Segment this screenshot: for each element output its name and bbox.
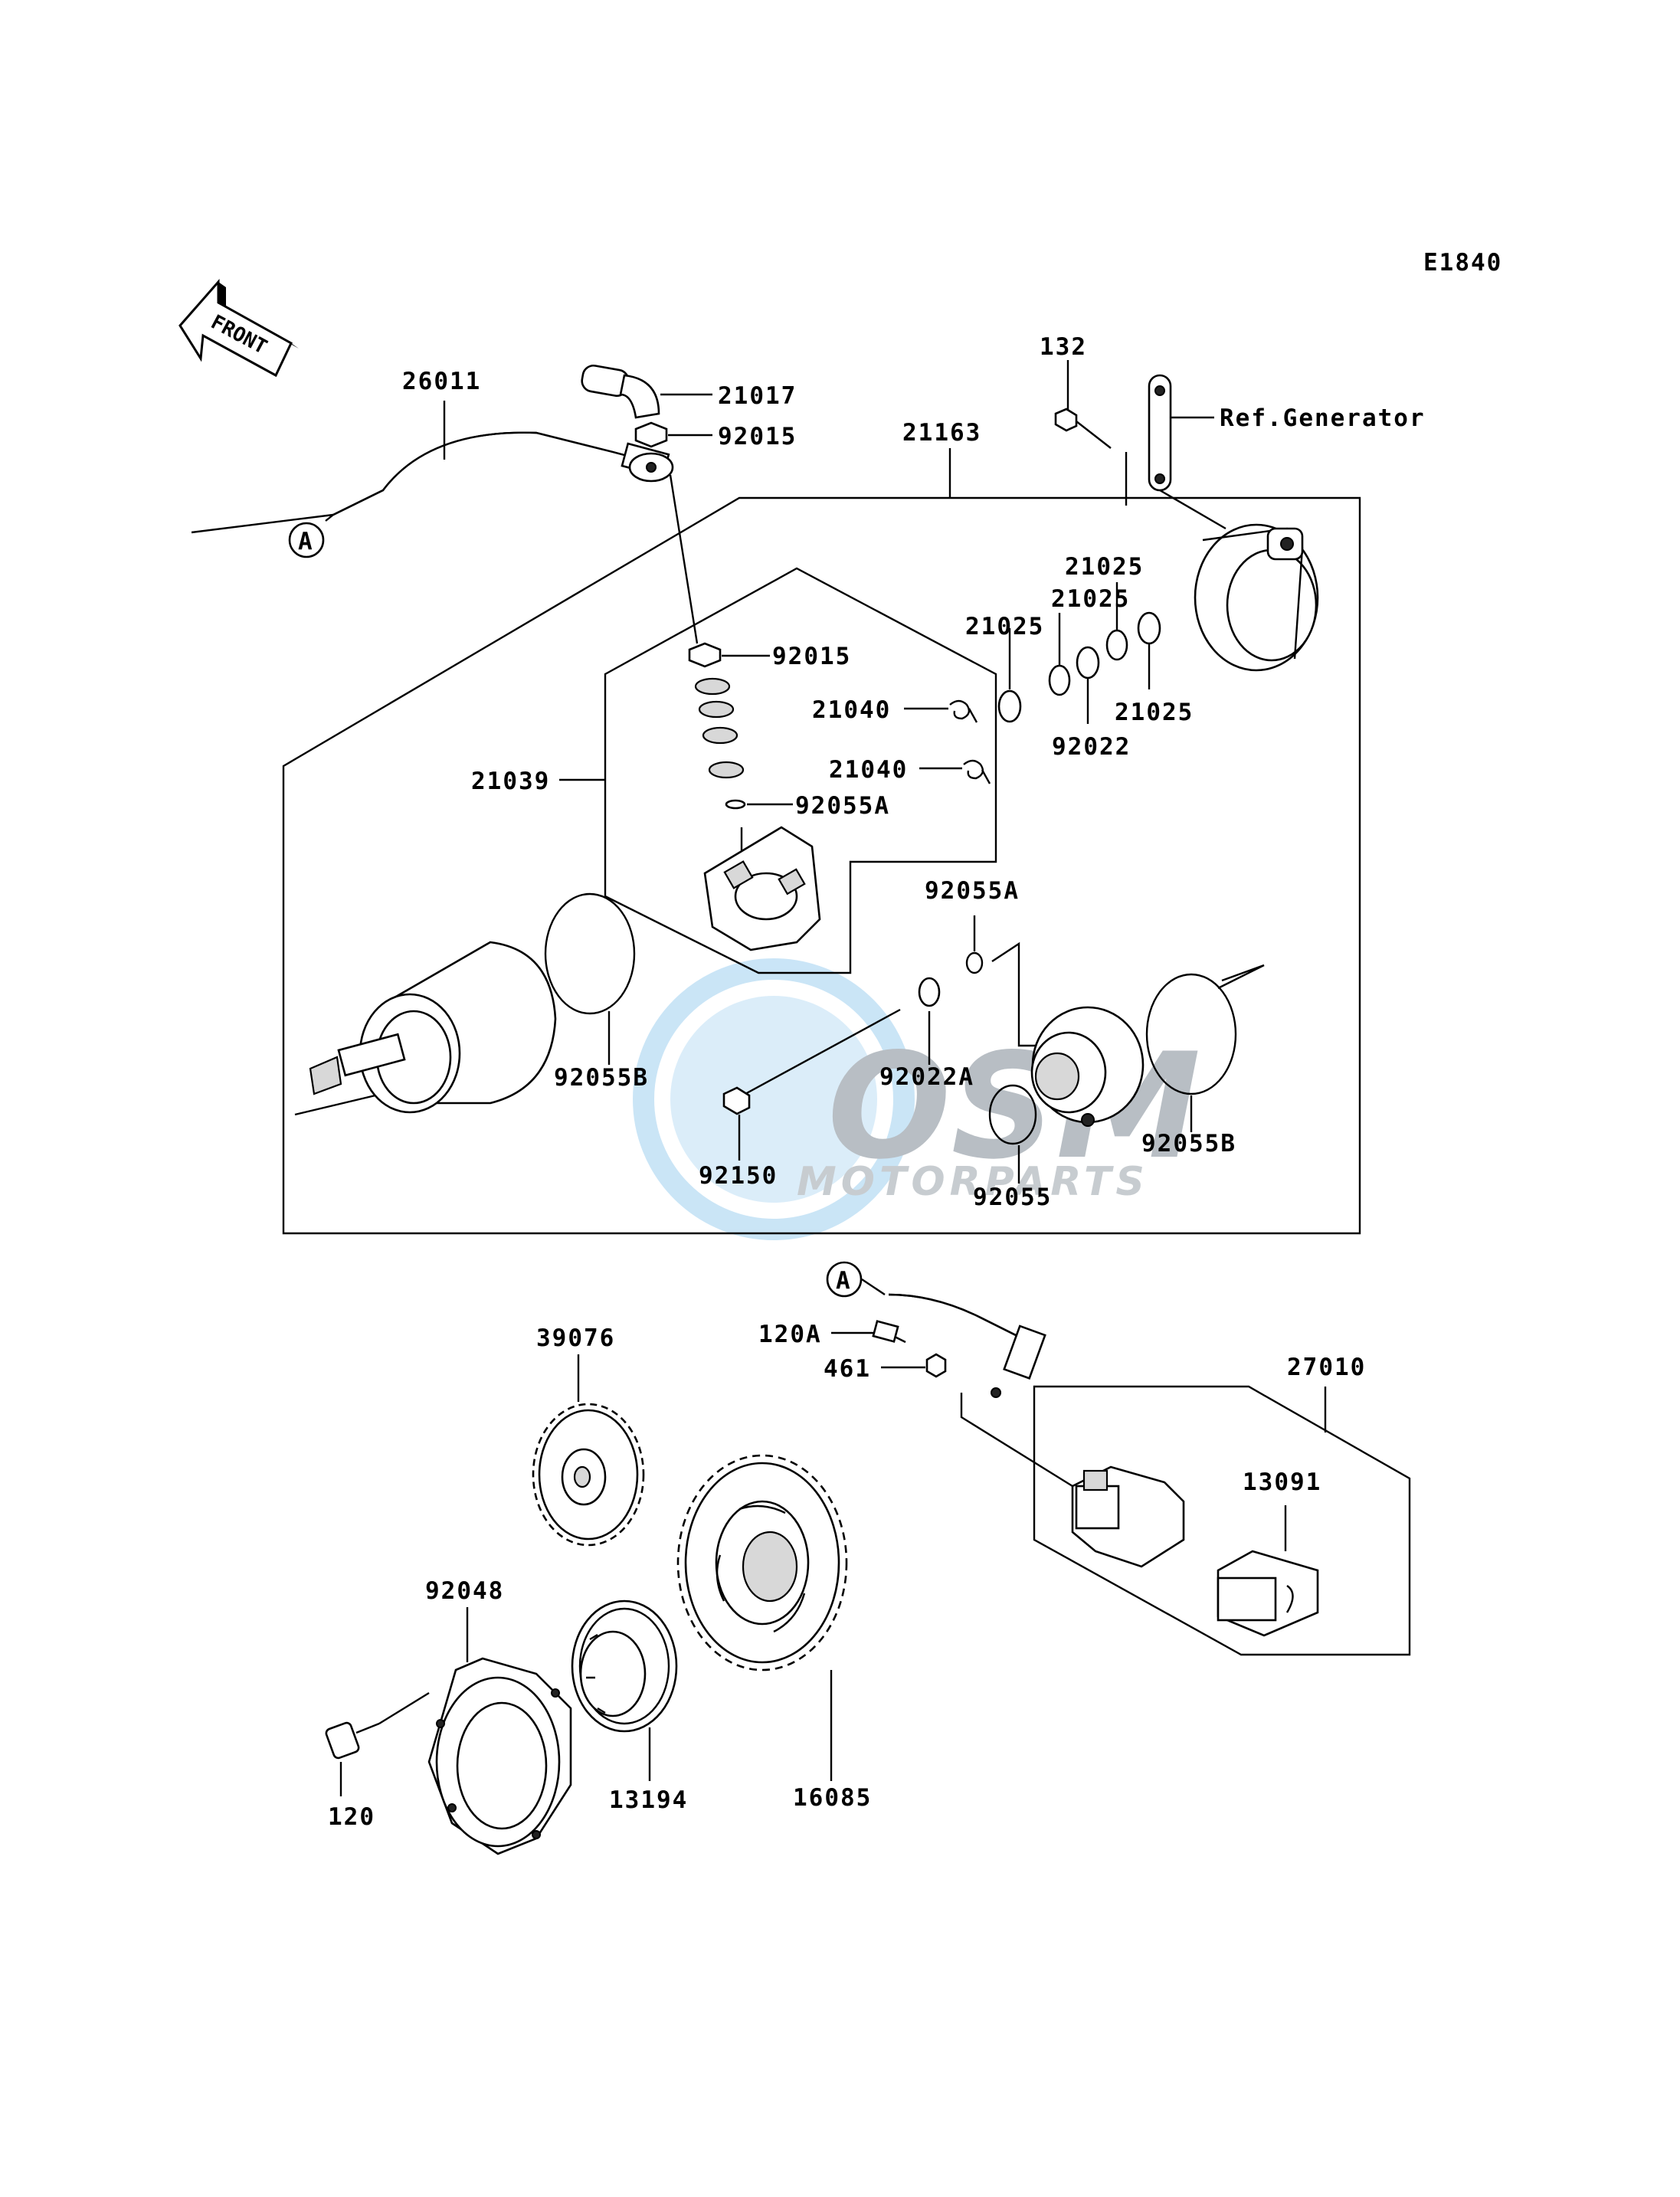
terminal-boot: [581, 364, 660, 419]
label-461: 461: [824, 1355, 871, 1383]
o-ring-92055B-right: [1145, 973, 1237, 1095]
label-13091: 13091: [1243, 1468, 1321, 1496]
label-13194: 13194: [609, 1786, 688, 1814]
o-ring-92055B-left: [544, 892, 636, 1015]
clutch-housing: [427, 1657, 572, 1855]
ref-circle-a2-label: A: [836, 1267, 852, 1295]
label-92015-mid: 92015: [772, 643, 851, 670]
label-21017: 21017: [718, 382, 797, 410]
label-16085: 16085: [793, 1784, 872, 1812]
label-21163: 21163: [902, 419, 981, 447]
label-92150: 92150: [699, 1162, 778, 1190]
label-21025-b: 21025: [1051, 585, 1130, 613]
washer-92022A: [918, 977, 941, 1007]
label-120: 120: [328, 1803, 375, 1831]
fuse-cover: [1217, 1550, 1319, 1637]
terminal-stack: [688, 642, 746, 810]
label-92022: 92022: [1052, 733, 1131, 761]
label-92048: 92048: [425, 1577, 504, 1605]
starter-relay: [1071, 1465, 1185, 1568]
label-92022A: 92022A: [879, 1063, 974, 1091]
label-132: 132: [1040, 333, 1087, 361]
label-92055B-right: 92055B: [1141, 1130, 1236, 1157]
starter-clutch-gear: [676, 1454, 848, 1671]
o-ring-92055: [988, 1084, 1037, 1145]
label-120A: 120A: [758, 1321, 822, 1348]
ref-circle-a: [288, 522, 325, 558]
battery-cable: [325, 431, 674, 522]
label-92015-top: 92015: [718, 423, 797, 450]
label-26011: 26011: [402, 368, 481, 395]
ref-generator-label: Ref.Generator: [1220, 404, 1426, 432]
washers-21025: [997, 611, 1161, 723]
label-21025-a: 21025: [1065, 553, 1144, 581]
label-27010: 27010: [1287, 1354, 1366, 1381]
screw-120A: [872, 1320, 906, 1344]
starter-front-cover: [1030, 1006, 1145, 1127]
brush-plate: [703, 826, 821, 951]
front-arrow-icon: FRONT: [178, 279, 299, 378]
ref-circle-a-label: A: [298, 528, 314, 555]
label-21040-a: 21040: [812, 696, 891, 724]
label-39076: 39076: [536, 1324, 615, 1352]
nut-icon: [634, 421, 668, 448]
bolt-icon: [1054, 408, 1112, 449]
starter-motor-body: [294, 941, 557, 1116]
starter-cable-lower: [888, 1293, 1046, 1398]
brush-springs: [949, 699, 991, 784]
label-92055B-left: 92055B: [554, 1064, 649, 1092]
label-21025-d: 21025: [1115, 699, 1194, 726]
label-92055A-b: 92055A: [925, 877, 1020, 905]
label-92055: 92055: [973, 1184, 1052, 1211]
through-bolt: [722, 1008, 901, 1115]
diagram-code: E1840: [1423, 249, 1502, 277]
bolt-120: [325, 1721, 380, 1760]
label-21025-c: 21025: [965, 613, 1044, 640]
label-21039: 21039: [471, 768, 550, 795]
label-92055A-a: 92055A: [795, 792, 890, 820]
label-21040-b: 21040: [829, 756, 908, 784]
one-way-clutch: [571, 1599, 678, 1733]
idler-gear: [532, 1403, 645, 1547]
starter-rear-cover: [1194, 523, 1319, 672]
watermark-sub: MOTORPARTS: [797, 1159, 1149, 1205]
